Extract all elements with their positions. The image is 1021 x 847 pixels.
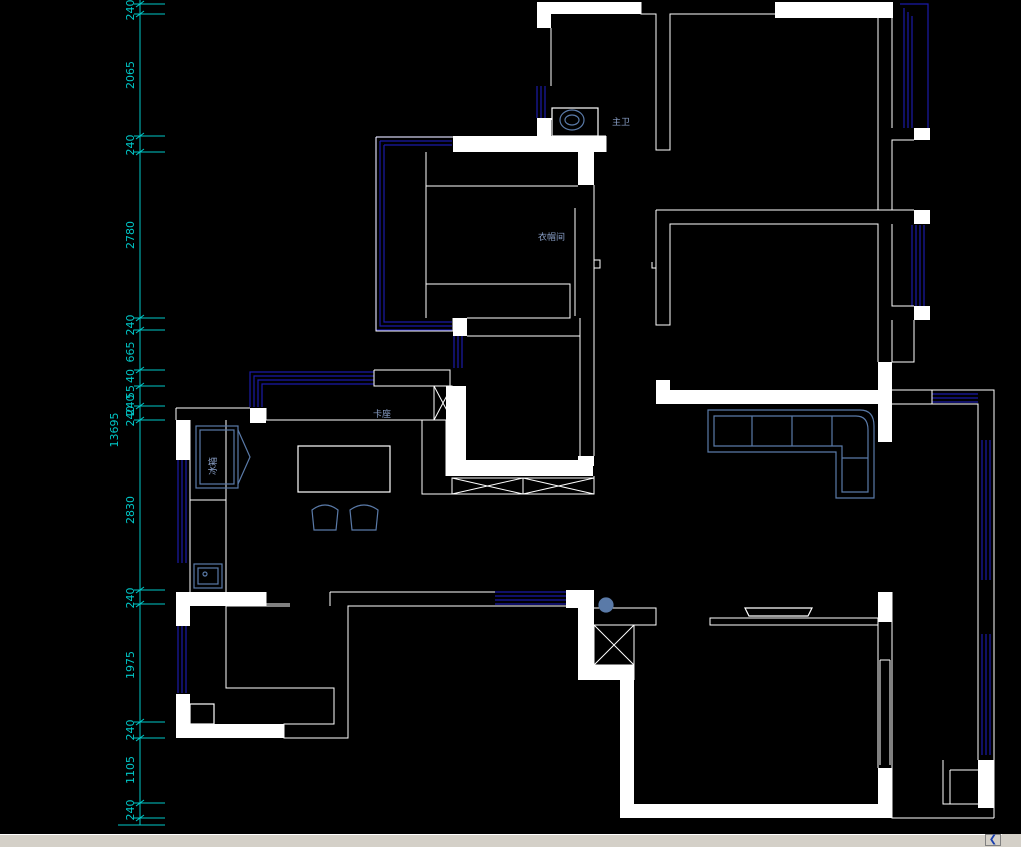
kitchen-cabinets <box>433 385 635 666</box>
dim-tick-slash <box>135 326 145 334</box>
dim-total: 13695 <box>108 413 121 448</box>
dim-segment-label: 2065 <box>124 61 137 89</box>
fridge-icon: 冰箱 <box>195 425 251 489</box>
dim-segment-label: 240 <box>124 406 137 427</box>
room-label-card-seat: 卡座 <box>373 408 391 420</box>
dim-segment-label: 240 <box>124 315 137 336</box>
dim-segment-label: 1105 <box>124 756 137 784</box>
vertical-dimension-chain <box>118 0 165 826</box>
dim-tick-slash <box>135 132 145 140</box>
dim-tick-slash <box>135 402 145 410</box>
dim-tick-slash <box>135 366 145 374</box>
dim-tick-slash <box>135 382 145 390</box>
toilet-icon <box>551 107 599 137</box>
dim-tick-slash <box>135 734 145 742</box>
wall-outlines <box>175 2 995 819</box>
dim-segment-label: 1975 <box>124 651 137 679</box>
dim-segment-label: 240 <box>124 588 137 609</box>
dim-tick-slash <box>135 148 145 156</box>
dim-segment-label: 665 <box>124 342 137 363</box>
dim-segment-label: 240 <box>124 800 137 821</box>
status-bar <box>0 834 1021 847</box>
dim-segment-label: 40 <box>124 369 137 383</box>
chair-icon <box>311 504 339 531</box>
dim-tick-slash <box>135 416 145 424</box>
plant-icon <box>598 597 614 613</box>
sectional-sofa-icon <box>707 409 875 499</box>
dim-segment-label: 240 <box>124 720 137 741</box>
chair-icon <box>349 504 379 531</box>
dim-segment-label: 240 <box>124 0 137 21</box>
room-label-walk-in-closet: 衣帽间 <box>538 231 565 243</box>
dim-segment-label: 240 <box>124 395 137 416</box>
dim-tick-slash <box>135 0 145 8</box>
dim-segment-label: 55 <box>124 385 137 399</box>
tv-cabinet-icon <box>744 607 813 617</box>
dining-table-icon <box>297 445 391 493</box>
dim-segment-label: 2830 <box>124 496 137 524</box>
scroll-track[interactable] <box>1002 834 1021 846</box>
dim-tick-slash <box>135 314 145 322</box>
furniture: 冰箱 <box>189 107 875 725</box>
dim-tick-slash <box>135 814 145 822</box>
dim-tick-slash <box>135 586 145 594</box>
svg-text:冰箱: 冰箱 <box>207 457 219 475</box>
chevron-left-icon[interactable]: ❮ <box>985 834 1001 846</box>
sink-icon <box>193 563 223 589</box>
dim-tick-slash <box>135 10 145 18</box>
dim-segment-label: 2780 <box>124 221 137 249</box>
room-label-master-bath: 主卫 <box>612 116 630 128</box>
dim-tick-slash <box>135 600 145 608</box>
shower-icon <box>189 703 215 725</box>
dim-tick-slash <box>135 799 145 807</box>
structural-walls <box>176 2 994 818</box>
dim-segment-label: 240 <box>124 135 137 156</box>
dim-tick-slash <box>135 718 145 726</box>
